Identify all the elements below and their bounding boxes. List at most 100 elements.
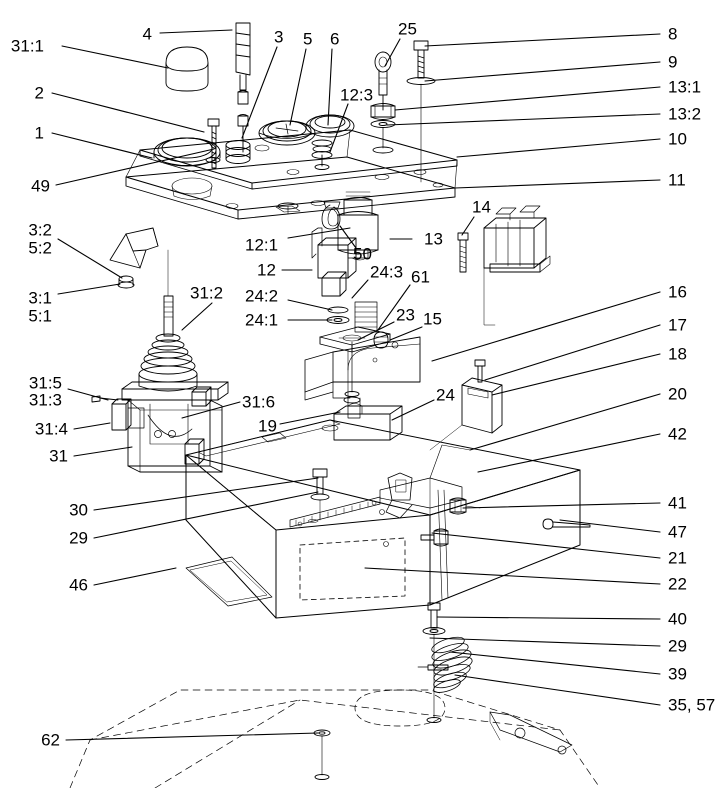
callout-31-2: 31:2 <box>190 283 224 303</box>
leader-line-13-2 <box>386 113 661 126</box>
leader-line-17 <box>484 324 661 381</box>
leader-line-29 <box>429 637 661 647</box>
knob-31-1 <box>165 46 209 92</box>
leader-line-3-2 <box>57 238 123 279</box>
leader-line-11 <box>454 179 661 189</box>
component-13 <box>337 191 379 261</box>
leader-line-5 <box>289 48 307 126</box>
leader-line-39 <box>449 651 661 675</box>
callout-24: 24 <box>436 385 455 405</box>
callout-6: 6 <box>330 29 340 49</box>
leader-line-18 <box>491 353 661 396</box>
clip-50 <box>321 201 341 230</box>
leader-line-49 <box>55 148 215 186</box>
leader-line-47 <box>559 519 661 533</box>
leader-line-50 <box>339 225 357 249</box>
key-25 <box>374 51 392 111</box>
leader-line-2 <box>51 92 205 133</box>
callout-12-3: 12:3 <box>340 85 374 105</box>
leader-line-21 <box>431 532 661 559</box>
callout-50: 50 <box>353 244 372 264</box>
callout-4: 4 <box>142 24 152 44</box>
callout-35-57: 35, 57 <box>668 695 716 715</box>
leader-line-61 <box>377 284 411 331</box>
callout-3-1: 3:1 <box>28 288 52 308</box>
callout-31-3: 31:3 <box>28 390 62 410</box>
callout-1: 1 <box>34 123 44 143</box>
callout-24-2: 24:2 <box>245 286 279 306</box>
callout-5-2: 5:2 <box>28 238 52 258</box>
leader-line-14 <box>461 216 475 236</box>
leader-line-25 <box>384 38 401 67</box>
spacer-3 <box>225 140 251 164</box>
callout-31-6: 31:6 <box>242 392 276 412</box>
callout-13: 13 <box>424 229 443 249</box>
leader-line-22 <box>364 567 661 585</box>
callout-19: 19 <box>258 416 277 436</box>
floor-panel <box>69 689 601 788</box>
leader-line-62 <box>65 732 319 741</box>
callout-29: 29 <box>668 636 687 656</box>
screw-14 <box>457 232 469 273</box>
callout-8: 8 <box>668 24 678 44</box>
armrest-bracket <box>109 227 159 269</box>
callout-61: 61 <box>411 267 430 287</box>
bolt-8 <box>413 40 429 79</box>
callout-22: 22 <box>668 574 687 594</box>
leader-line-24-2 <box>287 299 333 311</box>
callout-21: 21 <box>668 548 687 568</box>
nut-13-1 <box>370 103 396 120</box>
leader-line-9 <box>424 61 661 82</box>
connector-block <box>483 205 551 326</box>
leader-line-31-4 <box>73 422 111 430</box>
callout-3-2: 3:2 <box>28 220 52 240</box>
leader-line-31-1 <box>61 45 169 69</box>
leader-line-6 <box>327 48 333 126</box>
callout-16: 16 <box>668 282 687 302</box>
callout-29: 29 <box>69 528 88 548</box>
leader-line-20 <box>469 393 661 451</box>
callout-24-1: 24:1 <box>245 310 279 330</box>
callout-11: 11 <box>668 170 686 190</box>
lever-4 <box>235 22 251 153</box>
leader-line-42 <box>477 433 661 473</box>
callout-20: 20 <box>668 384 687 404</box>
leader-line-12-3 <box>329 103 349 153</box>
callout-40: 40 <box>668 609 687 629</box>
callout-15: 15 <box>423 309 442 329</box>
leader-line-29 <box>93 491 319 539</box>
callout-46: 46 <box>69 575 88 595</box>
washer-49 <box>205 157 221 163</box>
callout-5-1: 5:1 <box>28 306 52 326</box>
callout-17: 17 <box>668 315 687 335</box>
callout-39: 39 <box>668 664 687 684</box>
washer-13-2 <box>370 120 396 128</box>
callout-18: 18 <box>668 344 687 364</box>
callout-14: 14 <box>472 197 491 217</box>
leader-line-24 <box>391 399 435 421</box>
callout-12-1: 12:1 <box>245 235 279 255</box>
callout-49: 49 <box>31 176 50 196</box>
leader-line-3-1 <box>57 283 121 295</box>
leader-line-13-1 <box>394 86 661 111</box>
leader-line-1 <box>51 132 153 159</box>
leader-line-31-6 <box>181 401 241 419</box>
leader-line-31 <box>73 446 133 457</box>
leader-line-12-1 <box>287 227 351 239</box>
leader-line-35-57 <box>454 674 661 706</box>
callout-13-2: 13:2 <box>668 104 702 124</box>
callout-47: 47 <box>668 522 687 542</box>
control-panel-plate <box>125 114 458 220</box>
leader-line-10 <box>456 138 661 158</box>
leader-line-31-5 <box>67 388 109 401</box>
leader-line-46 <box>93 567 177 586</box>
callout-41: 41 <box>668 493 687 513</box>
callout-31-1: 31:1 <box>10 36 44 56</box>
joystick-assembly-31 <box>91 249 229 473</box>
callout-10: 10 <box>668 129 687 149</box>
leader-line-23 <box>357 321 395 341</box>
leader-line-4 <box>159 29 233 34</box>
leader-line-3 <box>241 46 278 139</box>
callout-23: 23 <box>396 305 415 325</box>
